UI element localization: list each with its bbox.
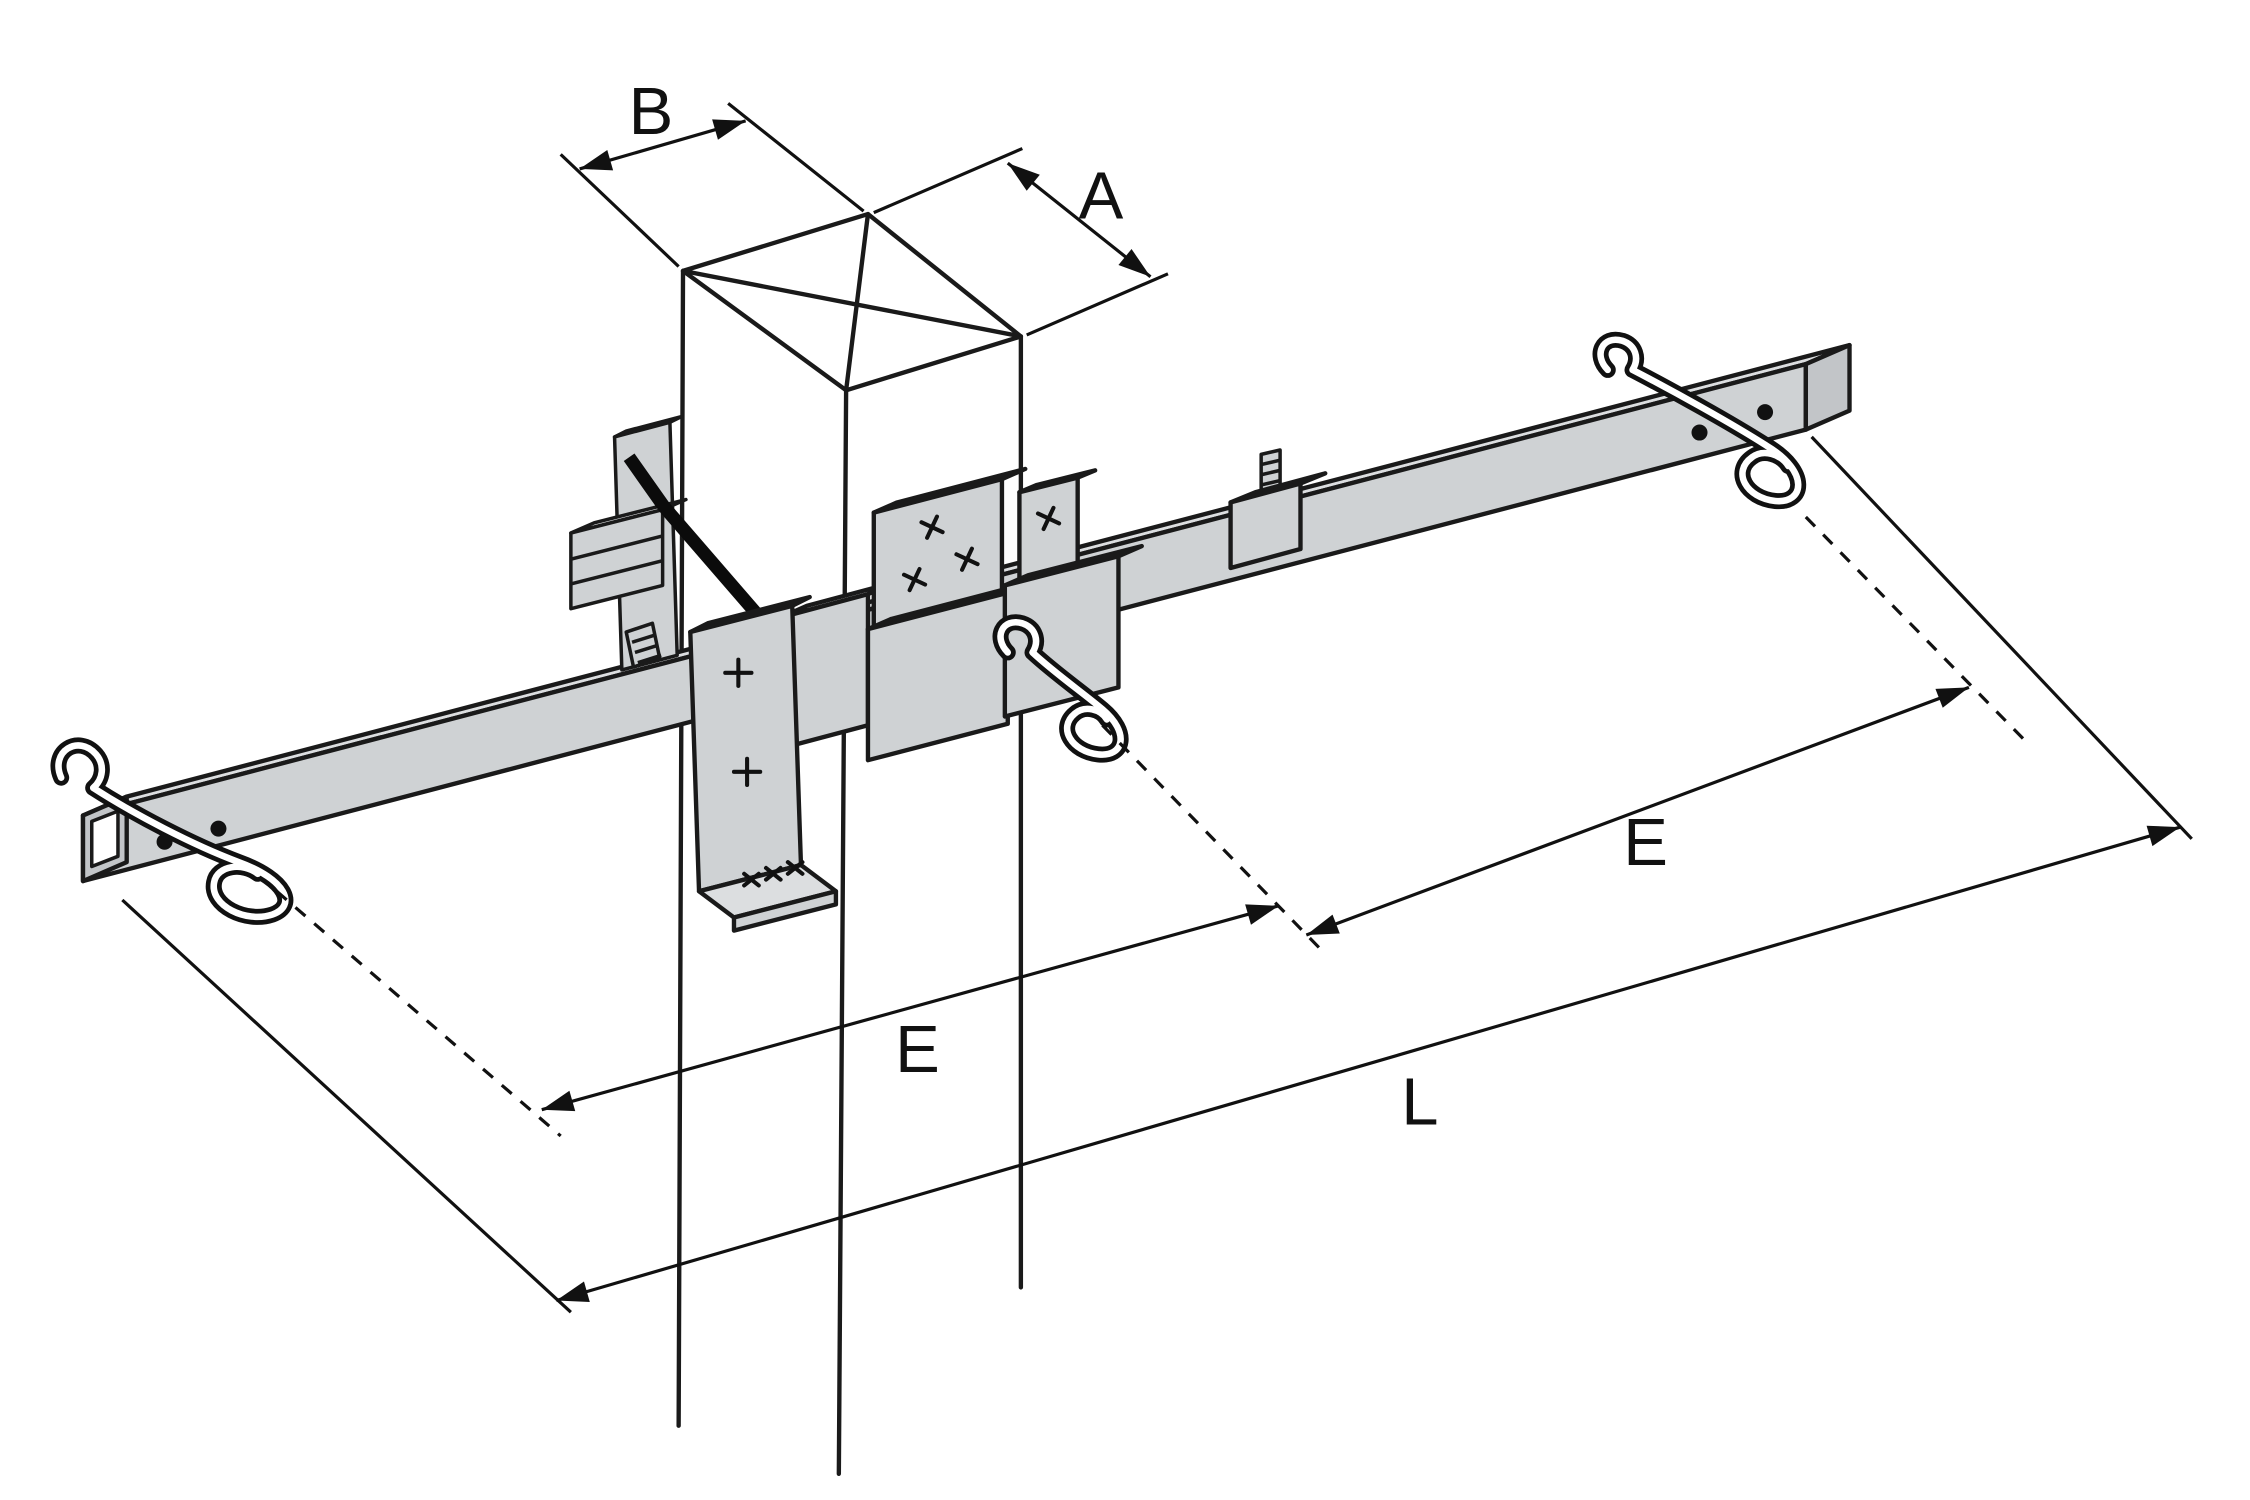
l-bracket	[688, 594, 839, 933]
dimensions: B A E E	[121, 74, 2193, 1314]
wire-hook-core	[1597, 336, 1802, 505]
stud-thread	[1260, 478, 1281, 487]
arrowhead	[556, 1281, 590, 1302]
arrowhead	[1118, 249, 1151, 277]
pole-left-edge	[676, 268, 686, 1428]
extension-line	[559, 153, 680, 268]
arrowhead	[1007, 163, 1040, 191]
dim-e-right-label: E	[1623, 805, 1668, 880]
bolt-head-mark	[954, 546, 980, 572]
bolt-thread	[637, 653, 662, 665]
pole-band-strap	[623, 453, 782, 641]
arrowhead	[712, 119, 746, 140]
wire-hook-core	[997, 619, 1124, 758]
arrowhead	[541, 1090, 576, 1112]
bolt-head-mark	[1035, 505, 1062, 532]
l-bracket-vertical-leg	[688, 603, 804, 894]
pole-mount-assembly	[569, 414, 1328, 763]
dimension-e-left: E	[275, 890, 1280, 1138]
bolt-thread	[631, 633, 656, 644]
band-bolt	[624, 621, 662, 669]
pole-top-diagonal	[680, 268, 1024, 339]
bolt-thread	[634, 643, 659, 655]
bolt-holes	[156, 404, 1774, 850]
l-bracket-foot-front	[731, 889, 839, 933]
wire-hook-core	[55, 742, 289, 921]
bolt-hole	[156, 833, 173, 850]
x-mark	[742, 871, 761, 888]
sleeve-block	[1228, 481, 1303, 571]
bolt-head-mark	[919, 514, 945, 540]
arrowhead	[1245, 904, 1279, 925]
dashed-extension	[1101, 724, 1324, 953]
x-mark	[763, 865, 783, 882]
crossarm-right-end-face	[1803, 342, 1852, 432]
clamp-block-right	[1002, 554, 1121, 719]
dimension-e-right: E	[1101, 515, 2026, 953]
bolt-hole	[1691, 424, 1708, 441]
dim-a-label: A	[1079, 158, 1124, 233]
stud-thread	[1260, 458, 1281, 467]
dimension-line	[541, 904, 1280, 1112]
channel-flange-line	[570, 534, 664, 561]
crossarm-hollow-bore	[90, 809, 120, 869]
dim-e-left-label: E	[895, 1012, 940, 1087]
bolt-hole	[1757, 404, 1774, 421]
channel-flange-line	[570, 558, 664, 586]
dim-b-label: B	[629, 74, 674, 149]
arrowhead	[2146, 825, 2181, 847]
clamp-body	[865, 590, 1010, 763]
dim-l-label: L	[1401, 1064, 1438, 1139]
extension-line	[121, 898, 572, 1314]
dashed-extension	[1804, 515, 2026, 741]
wire-hook-left	[50, 737, 294, 925]
extension-line	[873, 147, 1023, 215]
stud-thread	[1260, 468, 1281, 477]
wire-hook-right	[1592, 331, 1807, 509]
carriage-bolt-mark	[731, 756, 763, 787]
extension-line	[727, 102, 865, 213]
arrowhead	[579, 150, 614, 171]
arrowhead	[1306, 914, 1340, 935]
arrowhead	[1935, 687, 1969, 708]
wire-hook-center	[992, 614, 1129, 763]
bolt-head-mark	[901, 567, 928, 593]
x-mark	[785, 860, 805, 876]
bolt-hole	[210, 820, 227, 837]
dimension-line	[555, 825, 2181, 1303]
dimension-l: L	[121, 435, 2193, 1314]
dashed-extension	[275, 890, 562, 1138]
extension-line	[1810, 435, 2193, 840]
pole-top-diagonal	[843, 211, 871, 393]
dimension-a: A	[873, 147, 1169, 337]
extension-line	[1026, 272, 1169, 337]
carriage-bolt-mark	[723, 657, 754, 688]
dimension-line	[1305, 685, 1970, 937]
dimension-b: B	[559, 74, 865, 268]
pole-front-edge	[836, 388, 849, 1476]
